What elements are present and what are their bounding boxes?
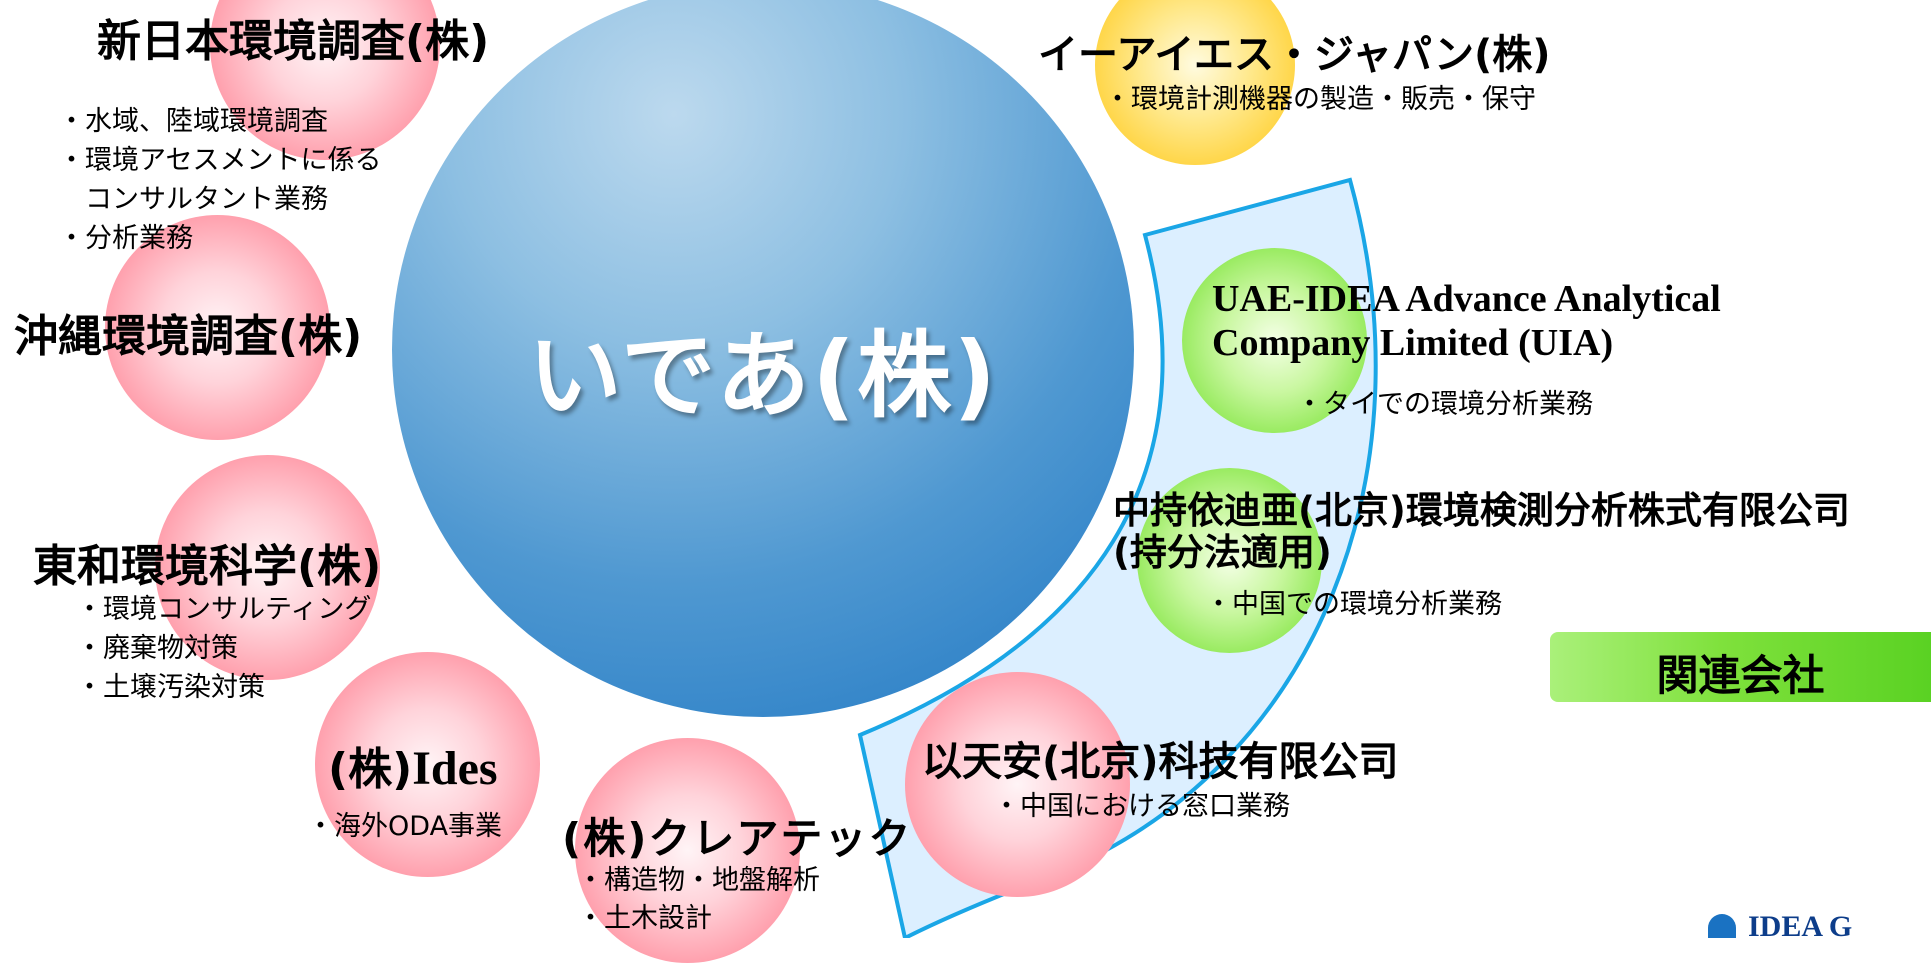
- parent-company-name: いであ(株): [527, 322, 999, 431]
- affiliates-badge-label: 関連会社: [1656, 651, 1825, 700]
- company-name-ies-japan: イーアイエス・ジャパン(株): [1038, 32, 1551, 78]
- desc-item: ・水域、陸域環境調査: [58, 106, 328, 137]
- diagram-canvas: いであ(株) 新日本環境調査(株) ・水域、陸域環境調査 ・環境アセスメントに係…: [14, 0, 1931, 963]
- company-name-itenan: 以天安(北京)科技有限公司: [922, 739, 1399, 785]
- desc-item: ・土木設計: [577, 903, 712, 934]
- desc-item: ・構造物・地盤解析: [577, 865, 820, 896]
- parent-company-circle: [392, 0, 1134, 717]
- desc-item: ・タイでの環境分析業務: [1296, 389, 1593, 420]
- company-name-uia: UAE-IDEA Advance Analytical Company Limi…: [1212, 277, 1721, 365]
- ides-prefix: (株): [328, 744, 413, 795]
- desc-item: ・廃棄物対策: [76, 633, 238, 664]
- uia-name-line2: Company Limited (UIA): [1212, 322, 1614, 364]
- desc-item: ・土壌汚染対策: [76, 672, 265, 703]
- company-name-okinawa: 沖縄環境調査(株): [14, 311, 363, 362]
- bubble-itenan: [905, 672, 1130, 897]
- company-desc-china-analysis: ・中国での環境分析業務: [1205, 585, 1502, 624]
- china-analysis-name-line1: 中持依迪亜(北京)環境検測分析株式有限公司: [1113, 489, 1850, 532]
- desc-item: ・中国での環境分析業務: [1205, 589, 1502, 620]
- affiliates-badge: 関連会社: [1550, 632, 1931, 702]
- bubble-clairtech: [575, 738, 800, 963]
- company-name-shin-nihon: 新日本環境調査(株): [97, 16, 490, 67]
- desc-item: ・環境アセスメントに係る: [58, 145, 382, 176]
- company-desc-towa: ・環境コンサルティング ・廃棄物対策 ・土壌汚染対策: [76, 590, 371, 707]
- bubble-china-analysis: [1137, 468, 1322, 653]
- company-desc-itenan: ・中国における窓口業務: [993, 787, 1290, 826]
- desc-item: ・環境コンサルティング: [76, 594, 372, 625]
- company-desc-clairtech: ・構造物・地盤解析 ・土木設計: [577, 862, 820, 938]
- bubble-ies-japan: [1095, 0, 1295, 165]
- bubble-ides: [315, 652, 540, 877]
- company-name-ides: (株)Ides: [328, 733, 498, 797]
- bubble-towa: [155, 455, 380, 680]
- uia-name-line1: UAE-IDEA Advance Analytical: [1212, 278, 1721, 320]
- idea-logo-text: IDEA G: [1748, 910, 1853, 938]
- company-desc-uia: ・タイでの環境分析業務: [1296, 385, 1593, 424]
- company-name-towa: 東和環境科学(株): [33, 541, 382, 592]
- company-desc-ies-japan: ・環境計測機器の製造・販売・保守: [1104, 80, 1536, 119]
- desc-item: ・環境計測機器の製造・販売・保守: [1104, 84, 1536, 115]
- desc-item: ・海外ODA事業: [307, 811, 503, 842]
- idea-logo: IDEA G: [1708, 910, 1931, 938]
- ides-suffix: Ides: [412, 742, 498, 795]
- desc-item: コンサルタント業務: [58, 184, 328, 215]
- company-desc-shin-nihon: ・水域、陸域環境調査 ・環境アセスメントに係る コンサルタント業務 ・分析業務: [58, 102, 381, 258]
- china-analysis-name-line2: (持分法適用): [1113, 531, 1332, 574]
- company-name-china-analysis: 中持依迪亜(北京)環境検測分析株式有限公司 (持分法適用): [1113, 490, 1850, 574]
- desc-item: ・中国における窓口業務: [993, 791, 1290, 822]
- company-desc-ides: ・海外ODA事業: [307, 807, 502, 846]
- desc-item: ・分析業務: [58, 223, 193, 254]
- bubble-okinawa: [105, 215, 330, 440]
- idea-logo-mark: [1708, 914, 1736, 938]
- company-name-clairtech: (株)クレアテック: [562, 814, 913, 863]
- bubble-uia: [1182, 248, 1367, 433]
